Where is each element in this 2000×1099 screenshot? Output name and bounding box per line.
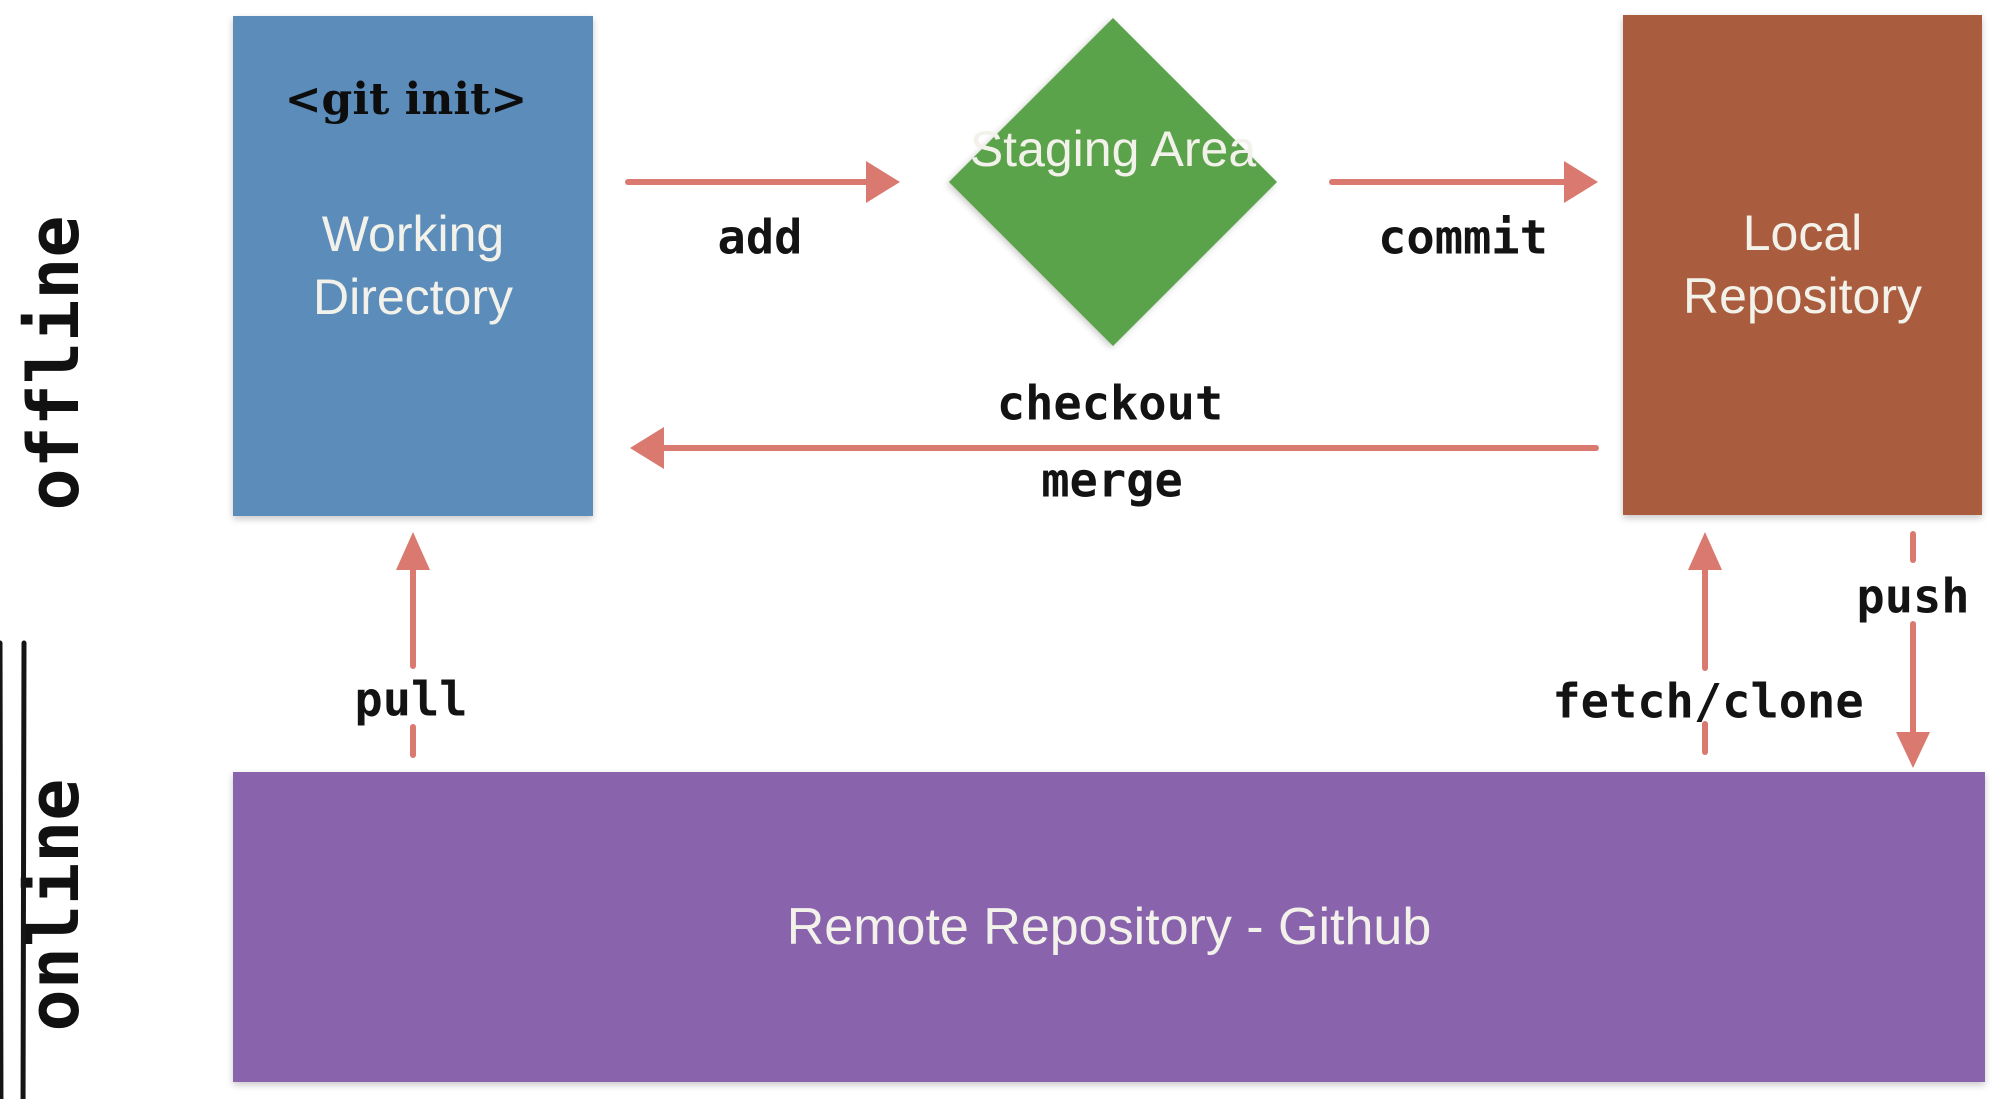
remote-repository-node[interactable]: Remote Repository - Github: [233, 772, 1985, 1082]
git-init-annotation: <git init>: [284, 74, 528, 125]
local-repository-label: Local Repository: [1683, 204, 1922, 325]
staging-area-diamond-shape: [948, 17, 1278, 347]
push-command-label: push: [1856, 569, 1970, 625]
online-section-label: online: [13, 778, 95, 1032]
working-directory-node[interactable]: <git init> Working Directory: [233, 16, 593, 516]
offline-section-label: offline: [13, 215, 95, 511]
remote-repository-label: Remote Repository - Github: [786, 897, 1432, 956]
working-directory-label: Working Directory: [312, 205, 514, 326]
add-arrow: [625, 161, 900, 203]
checkout-command-label: checkout: [996, 376, 1224, 432]
fetch-clone-command-label: fetch/clone: [1552, 674, 1864, 730]
pull-command-label: pull: [354, 672, 468, 728]
staging-area-label: Staging Area: [969, 121, 1257, 177]
local-repository-node[interactable]: Local Repository: [1623, 15, 1982, 515]
merge-command-label: merge: [1041, 453, 1183, 509]
commit-command-label: commit: [1378, 210, 1548, 266]
add-command-label: add: [717, 210, 803, 266]
commit-arrow: [1329, 161, 1598, 203]
